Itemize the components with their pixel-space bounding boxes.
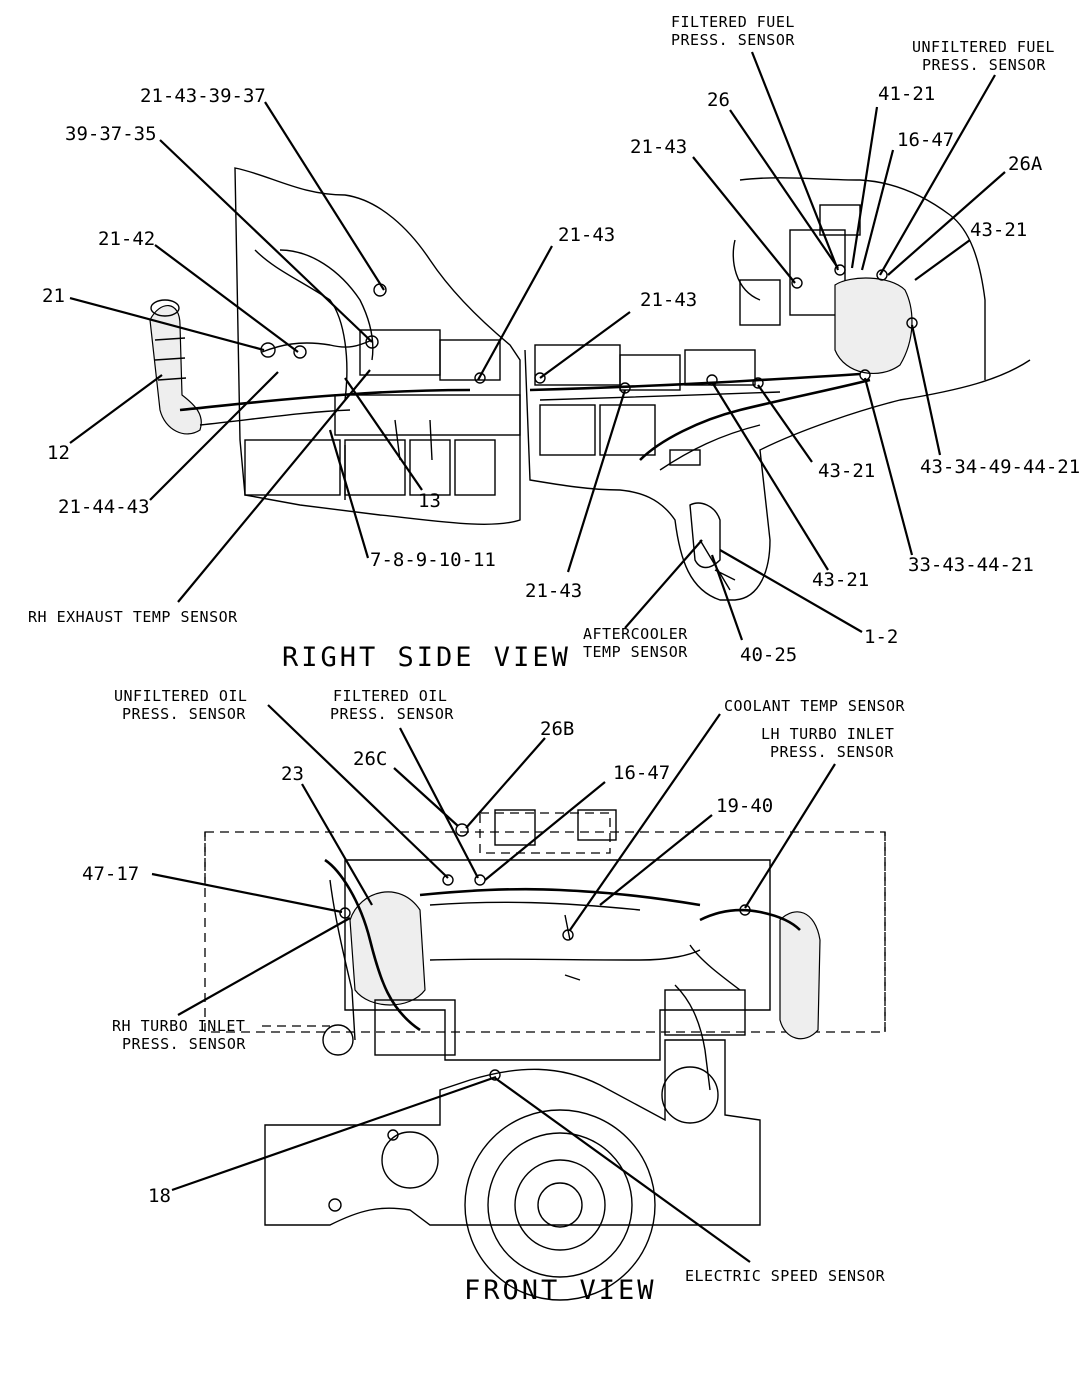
caption-aftercooler-line2: TEMP SENSOR <box>583 643 688 661</box>
leader-43-21-c <box>711 381 829 571</box>
leader-filtered-fuel <box>750 51 840 271</box>
leader-40-25 <box>710 554 744 641</box>
leader-43-34-49-44-21 <box>910 324 942 456</box>
caption-aftercooler-line1: AFTERCOOLER <box>583 625 688 643</box>
front-view-artwork <box>204 809 886 1301</box>
leader-unfiltered-fuel <box>879 74 996 276</box>
callout-47-17: 47-17 <box>82 863 139 885</box>
leader-21-43-c <box>692 156 796 284</box>
leader-26b <box>465 737 546 829</box>
right-side-view-artwork <box>149 167 1031 601</box>
caption-filtered-oil-line1: FILTERED OIL <box>333 687 447 705</box>
callout-21-43-a: 21-43 <box>558 224 615 246</box>
caption-unfiltered-fuel-line1: UNFILTERED FUEL <box>912 38 1055 56</box>
leader-26a <box>887 171 1006 276</box>
callout-23: 23 <box>281 763 304 785</box>
callout-1-2: 1-2 <box>864 626 898 648</box>
leader-21-42 <box>154 244 299 353</box>
callout-16-47: 16-47 <box>613 762 670 784</box>
leader-23 <box>301 783 373 906</box>
front-view-title: FRONT VIEW <box>464 1275 657 1306</box>
leader-41-21 <box>850 106 879 269</box>
caption-rh-exhaust-temp-sensor: RH EXHAUST TEMP SENSOR <box>28 608 238 626</box>
callout-21-42: 21-42 <box>98 228 155 250</box>
caption-unfiltered-oil-line2: PRESS. SENSOR <box>122 705 246 723</box>
caption-electric-speed-sensor: ELECTRIC SPEED SENSOR <box>685 1267 886 1285</box>
callout-26a: 26A <box>1008 153 1043 175</box>
leader-19-40 <box>599 814 713 906</box>
callout-43-34-49-44-21: 43-34-49-44-21 <box>920 456 1080 478</box>
leader-7-8-9-10-11 <box>328 429 370 559</box>
leader-43-21-a <box>914 239 971 281</box>
caption-lh-turbo-line1: LH TURBO INLET <box>761 725 894 743</box>
leader-rh-exhaust <box>177 369 371 603</box>
leader-18 <box>171 1075 497 1192</box>
callout-43-21-c: 43-21 <box>812 569 869 591</box>
right-side-view-title: RIGHT SIDE VIEW <box>282 642 571 673</box>
leader-lh-turbo <box>744 763 836 909</box>
leader-43-21-b <box>757 384 813 463</box>
caption-filtered-oil-line2: PRESS. SENSOR <box>330 705 454 723</box>
front-view-leaders <box>151 704 836 1263</box>
callout-13: 13 <box>418 490 441 512</box>
leader-rh-turbo <box>177 917 351 1016</box>
caption-coolant-temp-sensor: COOLANT TEMP SENSOR <box>724 697 906 715</box>
leader-16-47 <box>484 781 606 881</box>
leader-electric-speed <box>494 1077 751 1263</box>
callout-43-21-a: 43-21 <box>970 219 1027 241</box>
leader-21 <box>69 296 265 352</box>
leader-39-37-35 <box>159 139 373 343</box>
callout-16-47: 16-47 <box>897 129 954 151</box>
right-side-view-labels: 21-43-39-37 39-37-35 21-42 21 12 21-44-4… <box>28 13 1080 673</box>
caption-unfiltered-oil-line1: UNFILTERED OIL <box>114 687 247 705</box>
callout-33-43-44-21: 33-43-44-21 <box>908 554 1034 576</box>
callout-21: 21 <box>42 285 65 307</box>
callout-18: 18 <box>148 1185 171 1207</box>
callout-21-44-43: 21-44-43 <box>58 496 150 518</box>
callout-26: 26 <box>707 89 730 111</box>
callout-7-8-9-10-11: 7-8-9-10-11 <box>370 549 496 571</box>
callout-21-43-c: 21-43 <box>630 136 687 158</box>
leader-21-43-a <box>477 245 553 381</box>
callout-21-43-b: 21-43 <box>640 289 697 311</box>
callout-21-43-39-37: 21-43-39-37 <box>140 85 266 107</box>
callout-41-21: 41-21 <box>878 83 935 105</box>
leader-21-43-39-37 <box>264 101 385 291</box>
callout-39-37-35: 39-37-35 <box>65 123 157 145</box>
leader-13 <box>344 377 423 491</box>
caption-filtered-fuel-line1: FILTERED FUEL <box>671 13 795 31</box>
leader-26c <box>393 767 459 827</box>
callout-40-25: 40-25 <box>740 644 797 666</box>
leader-unfiltered-oil <box>267 704 449 879</box>
callout-12: 12 <box>47 442 70 464</box>
leader-21-43-d <box>566 389 627 573</box>
leader-12 <box>69 374 163 444</box>
leader-47-17 <box>151 872 343 914</box>
leader-21-43-b <box>539 311 631 379</box>
leader-33-43-44-21 <box>863 377 914 556</box>
caption-lh-turbo-line2: PRESS. SENSOR <box>770 743 894 761</box>
callout-21-43-d: 21-43 <box>525 580 582 602</box>
leader-filtered-oil <box>399 727 479 879</box>
right-side-view-leaders <box>69 51 1006 641</box>
callout-26c: 26C <box>353 748 387 770</box>
leader-26 <box>729 109 839 269</box>
leader-aftercooler <box>624 539 703 629</box>
leader-coolant <box>569 713 721 931</box>
callout-19-40: 19-40 <box>716 795 773 817</box>
leader-1-2 <box>719 549 863 633</box>
callout-43-21-b: 43-21 <box>818 460 875 482</box>
callout-26b: 26B <box>540 718 574 740</box>
leader-16-47 <box>860 149 895 271</box>
caption-unfiltered-fuel-line2: PRESS. SENSOR <box>922 56 1046 74</box>
caption-rh-turbo-line1: RH TURBO INLET <box>112 1017 245 1035</box>
caption-rh-turbo-line2: PRESS. SENSOR <box>122 1035 246 1053</box>
leader-21-44-43 <box>149 371 279 501</box>
caption-filtered-fuel-line2: PRESS. SENSOR <box>671 31 795 49</box>
front-view-labels: UNFILTERED OIL PRESS. SENSOR FILTERED OI… <box>82 687 906 1306</box>
